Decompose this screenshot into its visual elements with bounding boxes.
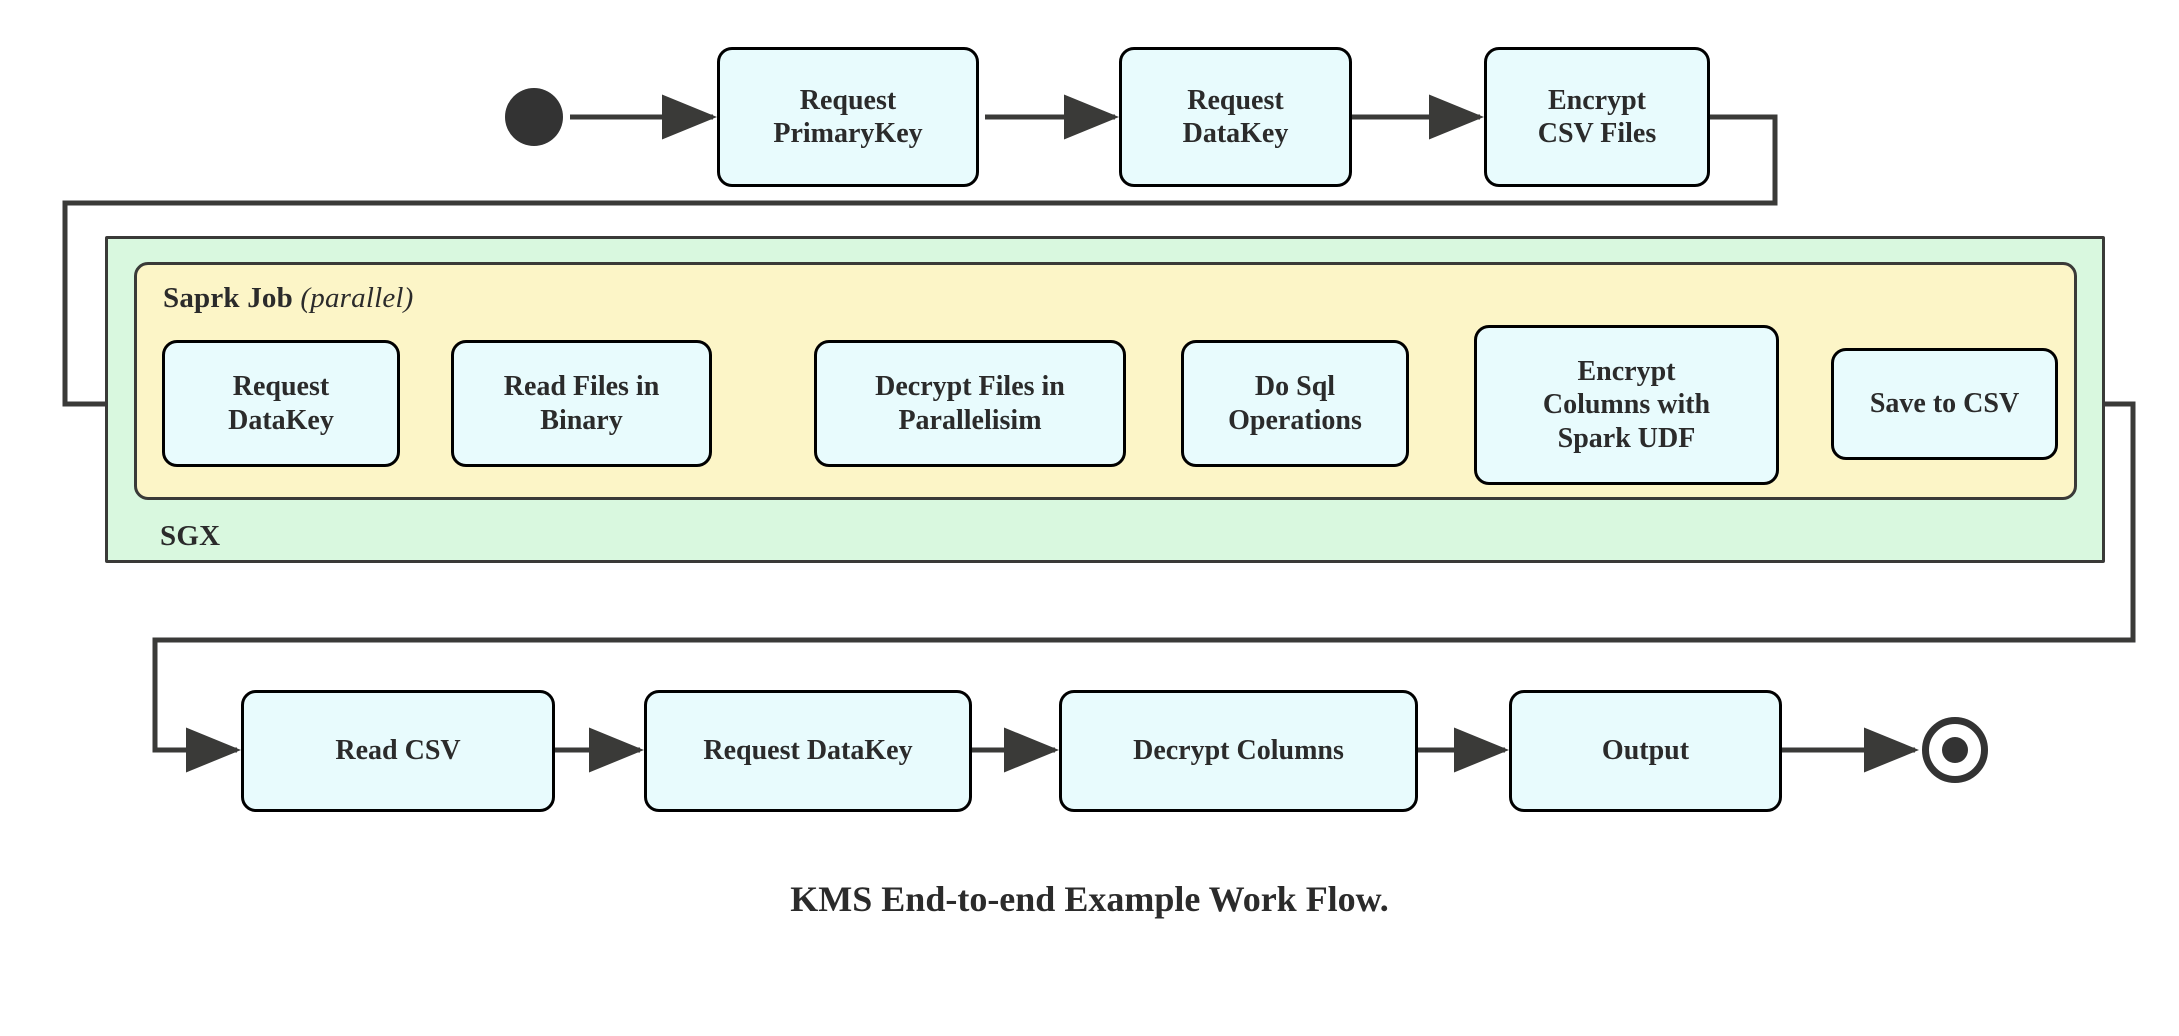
node-label: Output: [1601, 735, 1690, 767]
start-state-node: [505, 88, 563, 146]
node-read-files-in-binary[interactable]: Read Files in Binary: [451, 340, 712, 467]
node-output[interactable]: Output: [1509, 690, 1782, 812]
group-sgx-label: SGX: [160, 520, 220, 553]
node-request-datakey-spark[interactable]: Request DataKey: [162, 340, 400, 467]
group-sgx-label-text: SGX: [160, 520, 221, 552]
diagram-caption-text: KMS End-to-end Example Work Flow.: [790, 879, 1389, 919]
node-label: Read CSV: [335, 735, 461, 767]
node-request-primarykey[interactable]: Request PrimaryKey: [717, 47, 979, 187]
end-state-node: [1922, 717, 1988, 783]
group-spark-job-label-modifier: (parallel): [300, 282, 414, 314]
node-request-datakey-out[interactable]: Request DataKey: [644, 690, 972, 812]
node-label: Request DataKey: [1182, 84, 1289, 149]
group-spark-job-label-text: Saprk Job: [163, 282, 293, 314]
node-label: Request DataKey: [703, 735, 913, 767]
node-do-sql-operations[interactable]: Do Sql Operations: [1181, 340, 1409, 467]
node-save-to-csv[interactable]: Save to CSV: [1831, 348, 2058, 460]
node-label: Decrypt Columns: [1133, 735, 1344, 767]
node-label: Request DataKey: [228, 371, 334, 436]
group-spark-job-label: Saprk Job (parallel): [163, 282, 414, 315]
node-request-datakey-top[interactable]: Request DataKey: [1119, 47, 1352, 187]
node-decrypt-columns[interactable]: Decrypt Columns: [1059, 690, 1418, 812]
node-label: Encrypt Columns with Spark UDF: [1542, 356, 1711, 454]
node-decrypt-files-in-parallelisim[interactable]: Decrypt Files in Parallelisim: [814, 340, 1126, 467]
diagram-caption: KMS End-to-end Example Work Flow.: [0, 878, 2179, 920]
node-label: Read Files in Binary: [503, 371, 660, 436]
node-label: Do Sql Operations: [1228, 371, 1362, 436]
node-label: Encrypt CSV Files: [1537, 84, 1657, 149]
node-encrypt-csv-files[interactable]: Encrypt CSV Files: [1484, 47, 1710, 187]
node-encrypt-columns-with-spark-udf[interactable]: Encrypt Columns with Spark UDF: [1474, 325, 1779, 485]
node-label: Save to CSV: [1869, 388, 2020, 420]
node-label: Decrypt Files in Parallelisim: [875, 371, 1065, 436]
node-read-csv[interactable]: Read CSV: [241, 690, 555, 812]
node-label: Request PrimaryKey: [773, 84, 923, 149]
